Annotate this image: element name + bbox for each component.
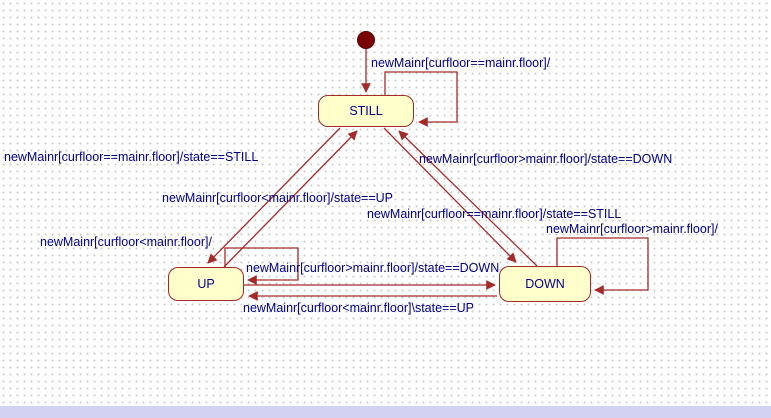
transition-still-self[interactable] xyxy=(384,71,458,127)
transition-label-down-self[interactable]: newMainr[curfloor>mainr.floor]/ xyxy=(546,222,718,236)
state-down-label: DOWN xyxy=(525,277,565,291)
state-down[interactable]: DOWN xyxy=(499,266,591,302)
transition-still-to-down[interactable] xyxy=(383,127,517,263)
state-up[interactable]: UP xyxy=(168,267,244,301)
transition-label-still-to-up[interactable]: newMainr[curfloor<mainr.floor]/state==UP xyxy=(162,191,394,205)
canvas-bottom-strip xyxy=(0,406,771,418)
transition-label-down-to-still[interactable]: newMainr[curfloor==mainr.floor]/state==S… xyxy=(367,207,622,221)
transition-up-to-still[interactable] xyxy=(223,130,358,268)
transition-label-still-to-down[interactable]: newMainr[curfloor>mainr.floor]/state==DO… xyxy=(419,152,673,166)
transition-down-self[interactable] xyxy=(556,237,649,295)
state-up-label: UP xyxy=(197,277,215,291)
transition-label-down-to-up[interactable]: newMainr[curfloor<mainr.floor]\state==UP xyxy=(243,301,475,315)
transition-still-to-up[interactable] xyxy=(207,127,341,264)
transition-label-up-to-still[interactable]: newMainr[curfloor==mainr.floor]/state==S… xyxy=(4,150,259,164)
state-still-label: STILL xyxy=(349,104,383,118)
transition-up-self[interactable] xyxy=(224,247,299,285)
transition-label-up-to-down[interactable]: newMainr[curfloor>mainr.floor]/state==DO… xyxy=(246,261,500,275)
transition-label-still-self[interactable]: newMainr[curfloor==mainr.floor]/ xyxy=(371,56,551,70)
initial-state-node[interactable] xyxy=(357,31,375,49)
transition-down-to-still[interactable] xyxy=(398,130,538,267)
state-still[interactable]: STILL xyxy=(318,95,414,127)
transition-label-up-self[interactable]: newMainr[curfloor<mainr.floor]/ xyxy=(40,235,212,249)
